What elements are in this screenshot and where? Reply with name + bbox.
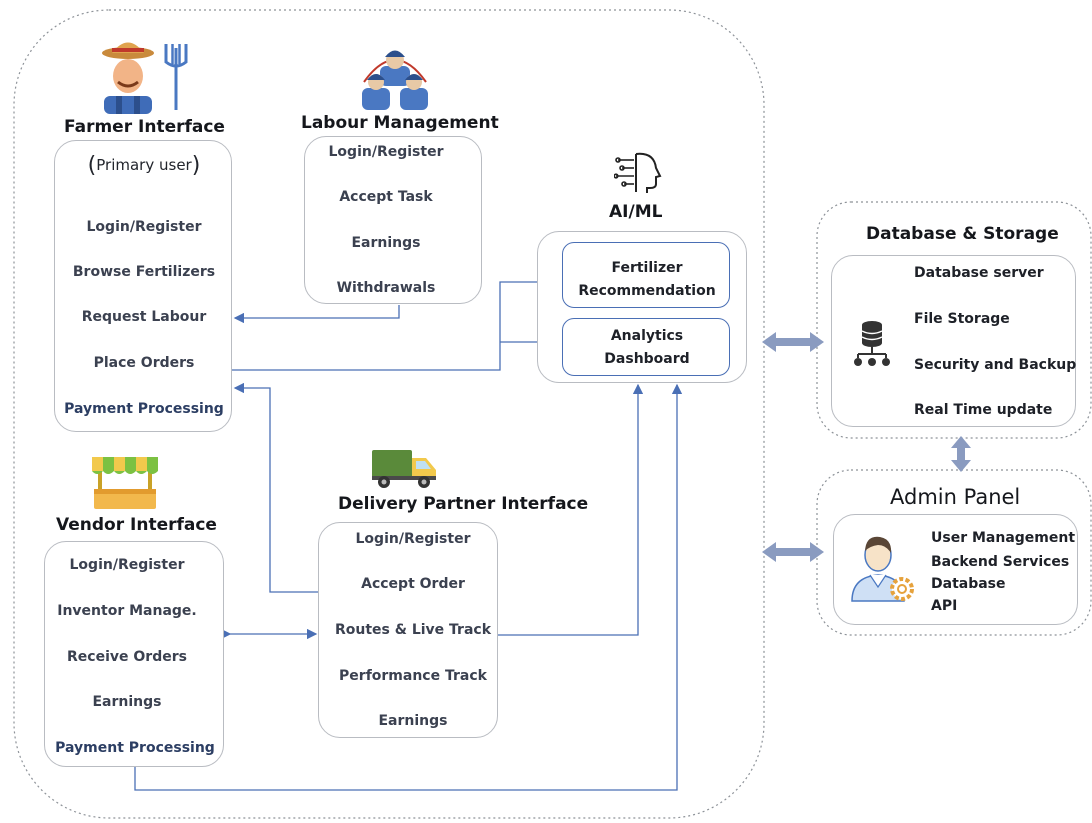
delivery-step-performance: Performance Track <box>339 668 487 684</box>
analytics-dashboard-label: Analytics Dashboard <box>604 328 690 367</box>
labour-step-login: Login/Register <box>328 144 444 160</box>
delivery-partner-box: Login/Register Accept Order Routes & Liv… <box>318 522 498 738</box>
primary-user-label: (Primary user) <box>87 153 201 178</box>
vendor-to-aiml-connector <box>134 383 683 791</box>
delivery-to-farmer-connector <box>233 382 318 593</box>
fertilizer-recommendation-card: Fertilizer Recommendation <box>562 242 730 308</box>
admin-panel-title: Admin Panel <box>890 485 1021 509</box>
vendor-step-receive-orders: Receive Orders <box>67 649 187 665</box>
database-storage-box: Database server File Storage Security an… <box>831 255 1076 427</box>
database-item-file-storage: File Storage <box>914 311 1010 327</box>
labour-step-withdrawals: Withdrawals <box>336 280 436 296</box>
admin-item-database: Database <box>931 576 1006 592</box>
database-item-security: Security and Backup <box>914 357 1077 373</box>
farmer-step-payment: Payment Processing <box>64 401 224 417</box>
vendor-interface-box: Login/Register Inventor Manage. Receive … <box>44 541 224 767</box>
delivery-step-routes: Routes & Live Track <box>334 622 492 638</box>
labour-management-title: Labour Management <box>301 113 499 133</box>
vendor-interface-title: Vendor Interface <box>56 515 217 535</box>
database-storage-title: Database & Storage <box>866 224 1059 244</box>
labour-step-accept-task: Accept Task <box>339 189 433 205</box>
vendor-step-login: Login/Register <box>69 557 185 573</box>
admin-item-api: API <box>931 598 958 614</box>
admin-item-backend-services: Backend Services <box>931 554 1070 570</box>
database-item-server: Database server <box>914 265 1044 281</box>
system-link-arrows <box>762 332 971 562</box>
ai-head-icon <box>613 150 662 194</box>
aiml-database-double-arrow <box>762 332 824 352</box>
farmer-icon <box>96 38 192 114</box>
vendor-step-payment: Payment Processing <box>55 740 215 756</box>
workers-icon <box>358 42 432 110</box>
farmer-step-login: Login/Register <box>86 219 202 235</box>
admin-panel-box: User Management Backend Services Databas… <box>833 514 1078 625</box>
delivery-to-aiml-connector <box>497 383 644 636</box>
truck-icon <box>370 446 438 490</box>
aiml-title: AI/ML <box>609 202 663 222</box>
vendor-step-inventory: Inventor Manage. <box>57 603 197 619</box>
database-admin-double-arrow <box>951 436 971 472</box>
farmer-step-browse: Browse Fertilizers <box>72 264 216 280</box>
market-stall-icon <box>90 455 160 511</box>
system-admin-double-arrow <box>762 542 824 562</box>
labour-to-farmer-connector <box>233 305 400 324</box>
farmer-step-place-orders: Place Orders <box>93 355 195 371</box>
analytics-dashboard-card: Analytics Dashboard <box>562 318 730 376</box>
labour-management-box: Login/Register Accept Task Earnings With… <box>304 136 482 304</box>
aiml-box: Fertilizer Recommendation Analytics Dash… <box>537 231 747 383</box>
vendor-step-earnings: Earnings <box>92 694 162 710</box>
delivery-step-accept-order: Accept Order <box>361 576 465 592</box>
admin-user-gear-icon <box>848 529 918 603</box>
labour-step-earnings: Earnings <box>351 235 421 251</box>
delivery-step-login: Login/Register <box>355 531 471 547</box>
main-system-frame <box>13 9 765 819</box>
database-icon <box>852 320 892 370</box>
farmer-to-fertilizer-connector <box>232 276 564 371</box>
admin-item-user-management: User Management <box>931 530 1076 546</box>
farmer-interface-box: (Primary user) Login/Register Browse Fer… <box>54 140 232 432</box>
delivery-step-earnings: Earnings <box>378 713 448 729</box>
delivery-partner-title: Delivery Partner Interface <box>338 494 589 514</box>
farmer-step-request-labour: Request Labour <box>81 309 207 325</box>
database-item-realtime: Real Time update <box>914 402 1053 418</box>
fertilizer-recommendation-label: Fertilizer Recommendation <box>578 260 716 299</box>
farmer-interface-title: Farmer Interface <box>64 117 225 137</box>
